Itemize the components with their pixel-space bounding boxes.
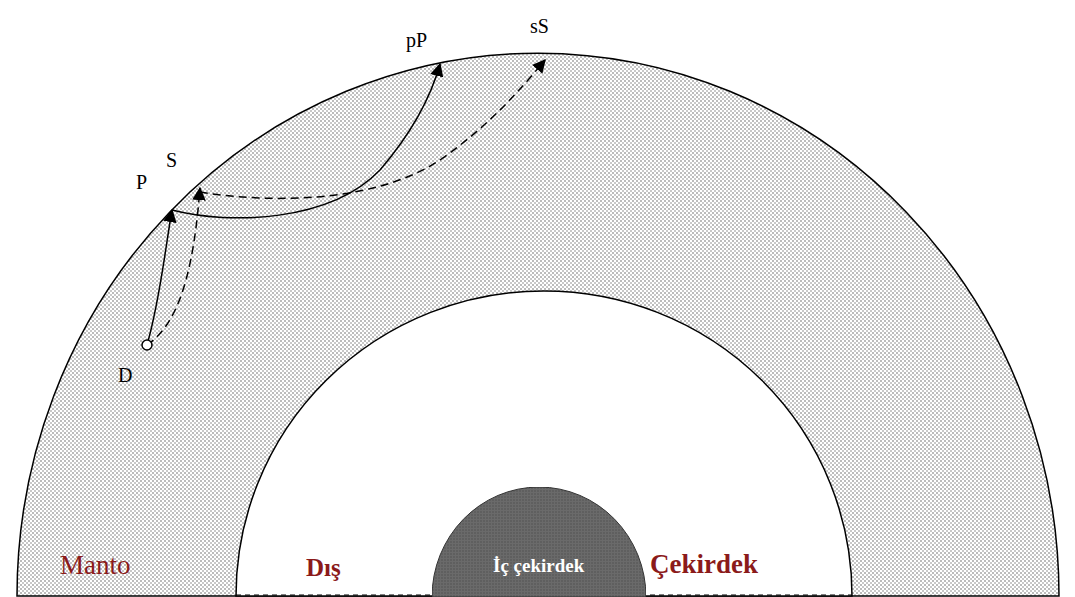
pp-ray: [172, 64, 440, 218]
layer-label: Çekirdek: [650, 551, 758, 578]
layer-label: D: [118, 365, 132, 385]
ss-ray: [200, 60, 545, 198]
layer-label: Manto: [60, 552, 131, 579]
focus-symbol: [142, 340, 152, 350]
layer-label: sS: [530, 16, 549, 36]
layer-label: Dış: [306, 555, 341, 580]
core-label: İç çekirdek: [493, 556, 584, 575]
layer-label: S: [166, 150, 177, 170]
s-ray: [147, 188, 200, 345]
p-ray: [147, 210, 172, 345]
layer-label: pP: [406, 30, 427, 50]
inner-core: İç çekirdek: [432, 487, 646, 597]
outer-core-region: [236, 291, 852, 596]
inner-core-shape: [432, 487, 646, 597]
layer-label: P: [136, 172, 147, 192]
